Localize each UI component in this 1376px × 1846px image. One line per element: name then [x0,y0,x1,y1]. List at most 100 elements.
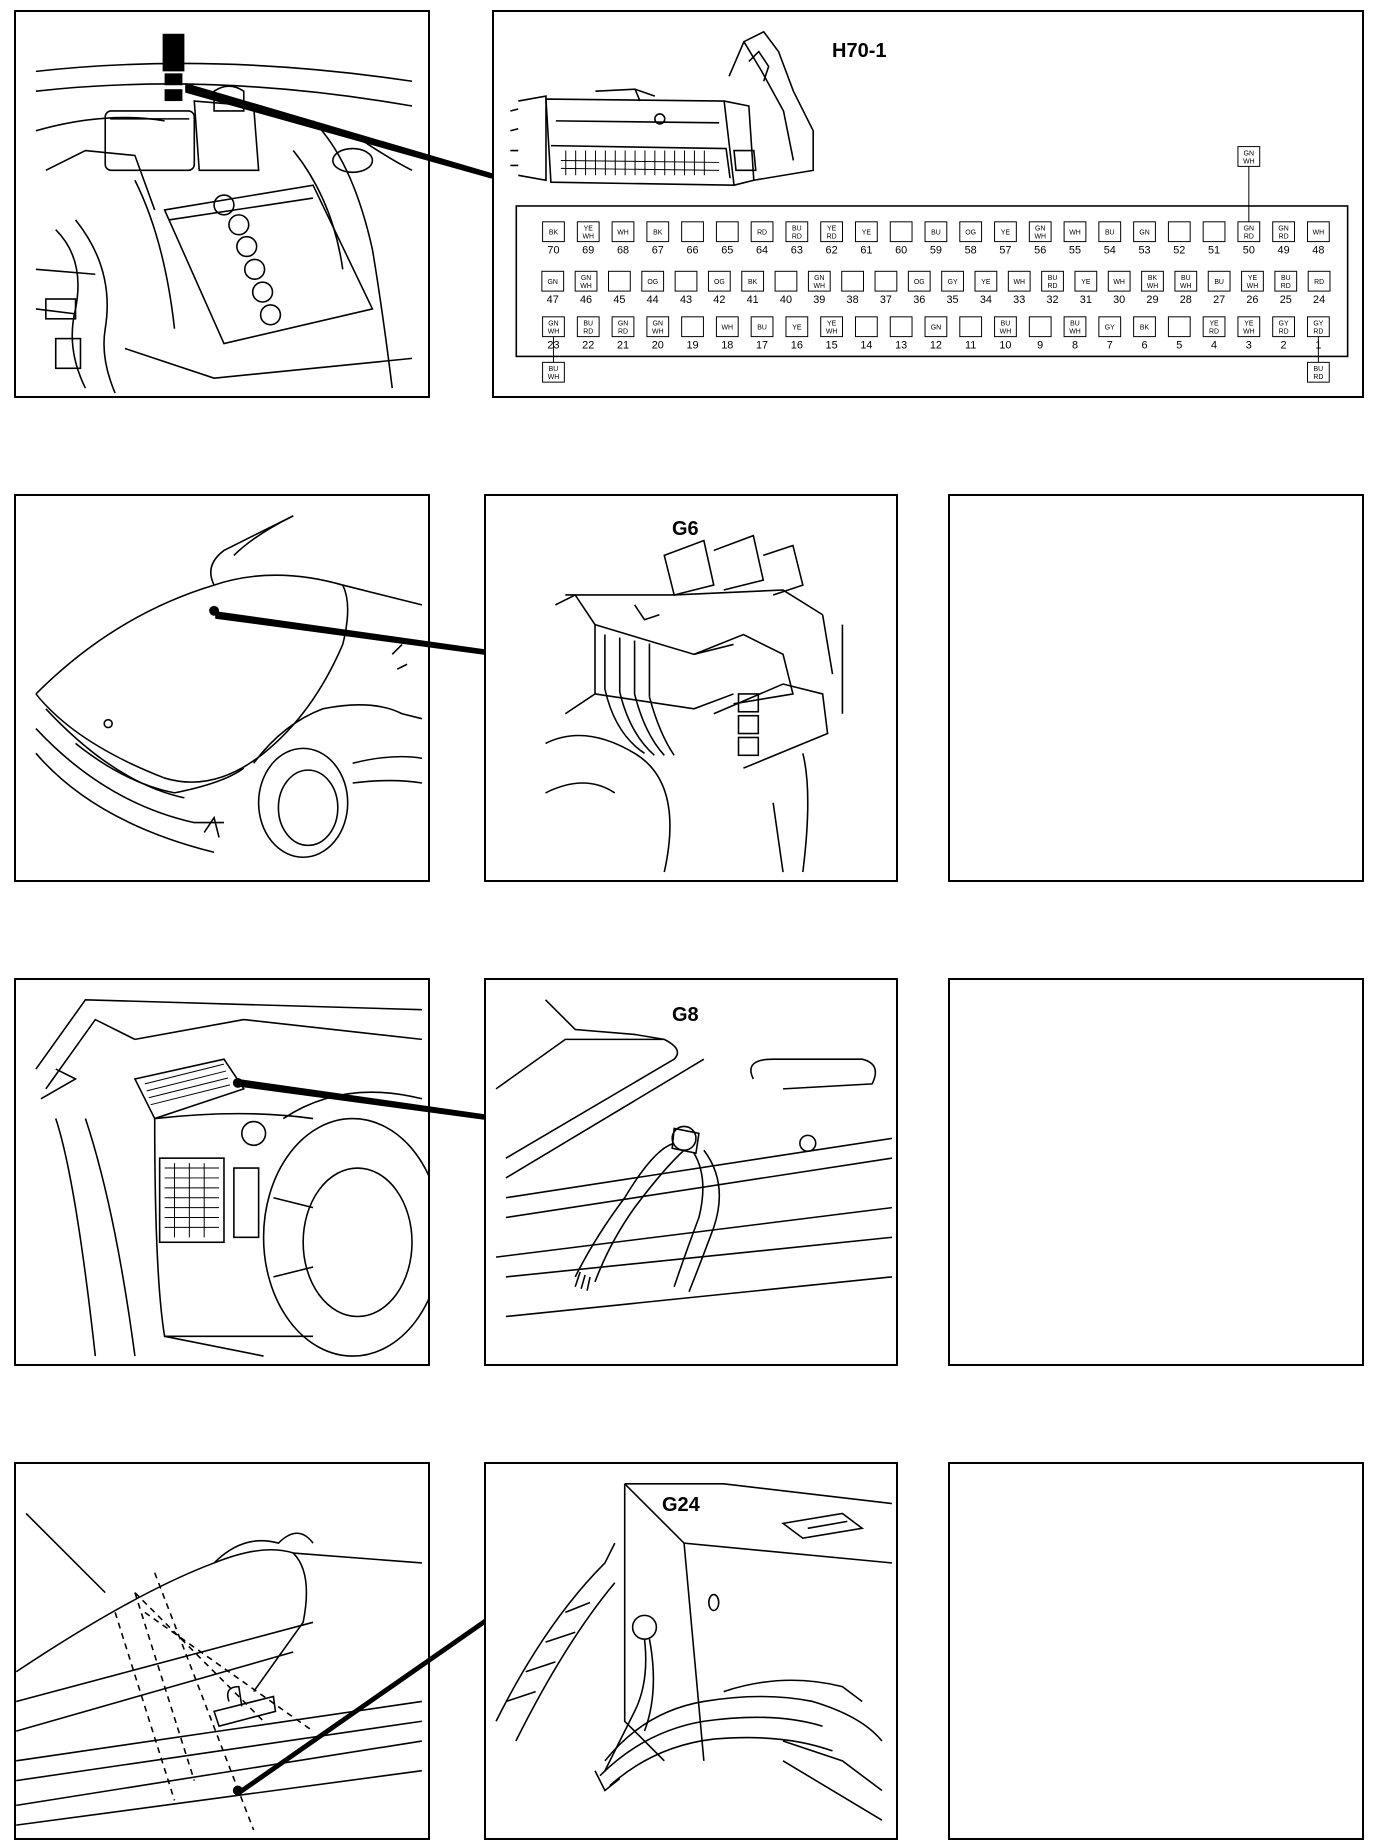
pin-number: 55 [1069,244,1081,256]
splice-box [1306,361,1330,383]
pin-number: 45 [613,294,625,306]
pin-wire-color: RD [827,234,837,241]
pin-wire-color: BU [757,325,767,332]
pin-wire-color: WH [1147,283,1159,290]
pin-wire-color: BU [1105,230,1115,237]
pin-box [1174,270,1198,292]
pin-wire-color: BU [1181,275,1191,282]
pin-number: 35 [947,294,959,306]
pin-wire-color: GN [931,325,941,332]
pin-box [741,270,765,292]
pin-number: 7 [1107,339,1113,351]
pin-box [924,221,948,243]
pin-box [994,221,1017,243]
pin-number: 21 [617,339,629,351]
pin-wire-color: WH [580,283,592,290]
pin-number: 58 [965,244,977,256]
blank-panel-row2 [948,494,1364,882]
splice-wire-color: WH [1243,158,1255,165]
pin-box [750,316,774,338]
pin-wire-color: WH [582,234,594,241]
pin-number: 68 [617,244,629,256]
pin-wire-color: WH [1000,329,1012,336]
pin-box [974,270,998,292]
connector-pin-14: 14 [854,316,878,351]
pin-number: 67 [652,244,664,256]
pin-box [576,221,600,243]
pin-wire-color: GN [581,275,591,282]
pin-wire-color: WH [1247,283,1259,290]
pin-number: 52 [1173,244,1185,256]
pin-wire-color: WH [1013,279,1025,286]
connector-pin-37: 37 [874,270,898,306]
pin-number: 59 [930,244,942,256]
pin-wire-color: GN [814,275,824,282]
pin-box [1063,316,1087,338]
pin-wire-color: YE [584,226,594,233]
pin-number: 47 [547,294,559,306]
pin-wire-color: WH [826,329,838,336]
pin-wire-color: WH [1243,329,1255,336]
g8-ground-point-drawing [495,999,893,1318]
connector-pin-66: 66 [681,221,704,256]
pin-box [854,221,878,243]
splice-wire-color: GN [1244,151,1254,158]
g24-ground-panel: G24 [484,1462,898,1840]
pin-wire-color: RD [1279,329,1289,336]
connector-pin-45: 45 [607,270,631,306]
pin-number: 69 [582,244,594,256]
pin-number: 41 [747,294,759,306]
pin-number: 15 [826,339,838,351]
pin-wire-color: RD [1313,329,1323,336]
pin-box [1133,316,1156,338]
pin-wire-color: GY [1313,321,1323,328]
pin-wire-color: YE [827,226,837,233]
pin-wire-color: YE [827,321,837,328]
pin-number: 50 [1243,244,1255,256]
pin-wire-color: YE [1248,275,1258,282]
pin-wire-color: YE [792,325,802,332]
splice-wire-color: BU [549,366,559,373]
pin-box [785,316,809,338]
pin-box [574,270,598,292]
pin-number: 13 [895,339,907,351]
pin-box [941,270,964,292]
front-car-locator-panel [14,494,430,882]
splice-wire-color: WH [548,374,560,381]
pin-box [1274,270,1298,292]
pin-number: 9 [1037,339,1043,351]
pin-number: 48 [1312,244,1324,256]
pin-wire-color: RD [1279,234,1289,241]
connector-pin-40: 40 [774,270,798,306]
pin-number: 26 [1246,294,1258,306]
pin-box [924,316,948,338]
pin-number: 65 [721,244,733,256]
g8-ground-label: G8 [672,1004,699,1026]
pin-box [1272,316,1295,338]
engine-bay-locator-panel [14,10,430,398]
pin-box [681,316,704,338]
pin-wire-color: RD [1048,283,1058,290]
pin-box [854,316,878,338]
pin-number: 51 [1208,244,1220,256]
